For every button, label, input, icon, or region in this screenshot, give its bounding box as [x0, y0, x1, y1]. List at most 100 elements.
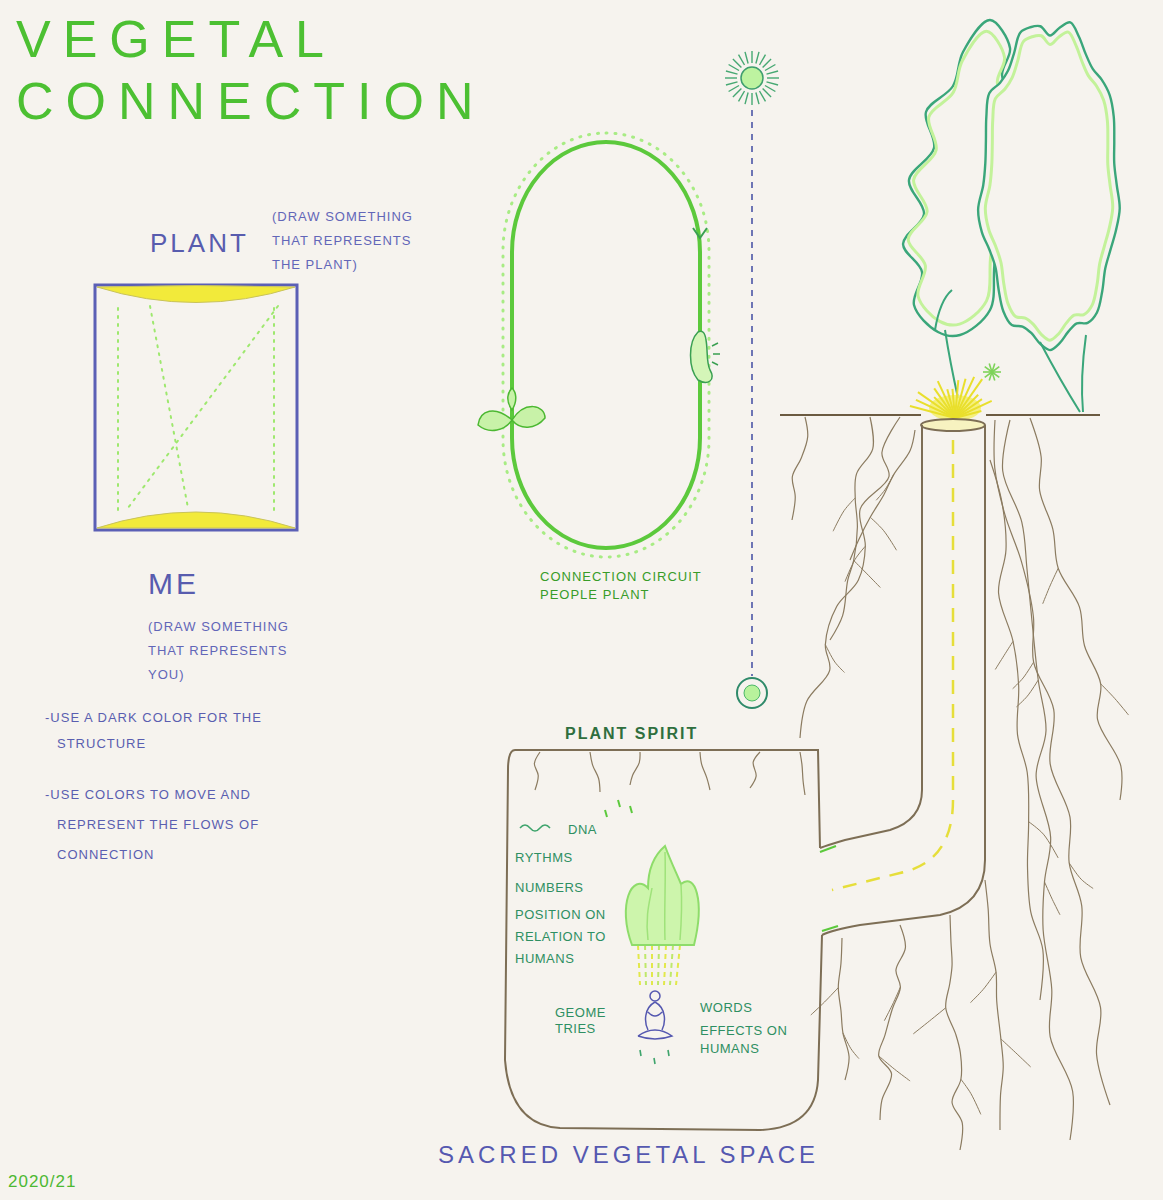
sacred-vegetal-space: SACRED VEGETAL SPACEDNARYTHMSNUMBERSPOSI…	[500, 745, 830, 1173]
plant-flame-vein	[647, 852, 682, 940]
sun-ray	[760, 91, 766, 101]
energy-ray	[676, 945, 680, 985]
bush-spike	[938, 381, 955, 418]
root-tube	[780, 415, 1100, 935]
tree-trunk	[935, 290, 952, 330]
roots	[534, 417, 1128, 1150]
instruction-item: -USE A DARK COLOR FOR THE STRUCTURE	[45, 705, 282, 757]
root-line	[990, 460, 1043, 1000]
root-line	[830, 417, 873, 640]
person-icon	[691, 331, 721, 382]
root-branch	[1069, 863, 1093, 889]
plant-heading: PLANT	[150, 228, 249, 259]
region-item: DNA	[568, 822, 597, 838]
title: VEGETAL CONNECTION	[16, 8, 556, 132]
sun-ray	[767, 77, 779, 78]
green-star-ray	[992, 367, 999, 372]
root-branch	[811, 988, 838, 1015]
root-branch	[884, 987, 900, 1021]
region-item: RYTHMS	[515, 850, 573, 866]
sun-ray	[760, 55, 766, 65]
sacred-space-outline	[505, 750, 822, 1130]
root-branch	[1016, 680, 1038, 707]
root-branch	[1001, 1039, 1031, 1067]
spirit-core	[744, 685, 760, 701]
root-line	[994, 420, 1110, 1105]
sun-ray	[733, 89, 741, 97]
plant-me-frame: PLANTME	[88, 226, 310, 611]
sun-ray	[725, 77, 737, 78]
dotted-flow	[150, 306, 188, 508]
root-line	[1030, 418, 1122, 800]
sun-disc	[741, 67, 763, 89]
bud	[508, 388, 516, 410]
green-dash	[618, 800, 620, 807]
leaf	[478, 411, 512, 431]
leaf	[512, 407, 545, 428]
instruction-note: (DRAW SOMETHING THAT REPRESENTS YOU)	[148, 615, 310, 687]
root-branch	[970, 972, 996, 1003]
root-branch	[870, 517, 896, 550]
root-branch	[843, 1033, 859, 1059]
root-line	[985, 880, 1003, 1130]
tube-wall	[820, 425, 922, 848]
root-branch	[854, 560, 881, 587]
dotted-flow	[128, 306, 278, 508]
sun-ray	[751, 93, 752, 105]
person-dash	[640, 1050, 641, 1056]
energy-ray	[664, 945, 666, 985]
sun-ray	[726, 82, 738, 85]
sun-ray	[766, 82, 778, 85]
tube-wall	[822, 425, 985, 935]
root-line	[700, 752, 710, 790]
instruction-note: (DRAW SOMETHING THAT REPRESENTS THE PLAN…	[272, 205, 434, 277]
bush-spike	[955, 411, 981, 418]
circuit-halo	[503, 133, 709, 557]
tube-flow	[832, 440, 953, 890]
region-item: WORDS	[700, 1000, 752, 1016]
person-dash	[654, 1058, 655, 1064]
spirit-ring	[737, 678, 767, 708]
sun-ray	[745, 52, 748, 64]
tube-mouth	[921, 419, 985, 431]
plant-flame	[626, 846, 699, 945]
sun-ray	[763, 89, 771, 97]
person-shape	[691, 331, 713, 382]
root-line	[879, 925, 906, 1120]
sun-symbol	[725, 51, 779, 105]
tree-trunk	[945, 330, 958, 398]
tree-outline	[978, 22, 1120, 350]
energy-ray	[670, 945, 673, 985]
root-branch	[913, 1008, 946, 1034]
sun-ray	[745, 92, 748, 104]
root-branch	[1101, 684, 1129, 715]
region-item: POSITION ON RELATION TO HUMANS	[515, 904, 615, 970]
root-branch	[833, 498, 855, 531]
tree-trunk	[1040, 342, 1080, 412]
region-item: NUMBERS	[515, 880, 584, 896]
root-branch	[961, 1079, 981, 1114]
root-branch	[825, 645, 844, 673]
energy-ray	[651, 945, 653, 985]
trees	[903, 20, 1120, 412]
ground-line	[986, 414, 1100, 416]
sun-ray	[751, 51, 752, 63]
green-tick	[822, 926, 838, 931]
yellow-lens	[97, 512, 295, 528]
ground-line	[780, 414, 921, 416]
root-line	[800, 752, 805, 795]
circuit-loop	[512, 142, 700, 548]
date-label: 2020/21	[8, 1172, 76, 1192]
region-item: GEOME TRIES	[555, 1005, 613, 1037]
root-line	[850, 430, 915, 560]
sun-ray	[756, 52, 759, 64]
tree-highlight	[985, 32, 1112, 340]
energy-ray	[645, 945, 646, 985]
node-shape	[500, 745, 830, 1145]
root-line	[750, 752, 760, 788]
root-line	[838, 938, 849, 1080]
sun-ray	[763, 59, 771, 67]
plant-spirit-circle: PLANT SPIRIT	[555, 668, 785, 748]
root-branch	[879, 1056, 910, 1081]
